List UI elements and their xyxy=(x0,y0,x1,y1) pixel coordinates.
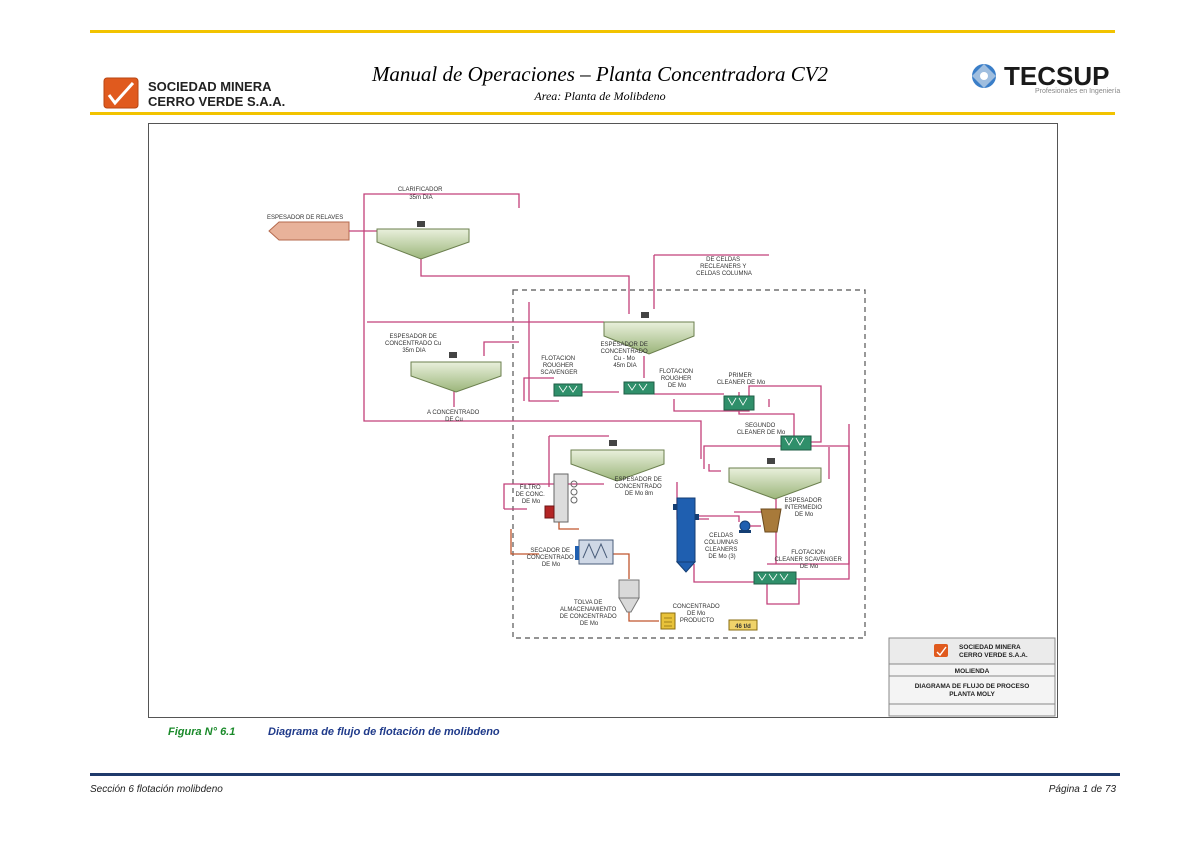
label-segundo-cleaner: SEGUNDO CLEANER DE Mo xyxy=(737,423,786,436)
espesador-intermedio-tank xyxy=(728,458,822,500)
tonnage-badge xyxy=(728,619,758,631)
label-flot-rougher-scav: FLOTACION ROUGHER SCAVENGER xyxy=(540,356,578,376)
tecsup-logo-icon: TECSUP xyxy=(972,61,1109,91)
label-espesador-relaves: ESPESADOR DE RELAVES xyxy=(267,215,343,221)
tolva-hopper xyxy=(618,579,640,613)
espesador-cu-tank xyxy=(410,352,502,393)
label-espesador-cu-mo: ESPESADOR DE CONCENTRADO Cu - Mo 45m DIA xyxy=(600,342,649,369)
espesador-intermedio-cone xyxy=(760,508,782,533)
label-secador: SECADOR DE CONCENTRADO DE Mo xyxy=(527,548,576,568)
label-espesador-cu: ESPESADOR DE CONCENTRADO Cu 35m DIA xyxy=(385,334,443,354)
flotacion-rougher-cell xyxy=(623,381,655,395)
label-de-celdas: DE CELDAS RECLEANERS Y CELDAS COLUMNA xyxy=(696,257,752,277)
tb-company-line-1: SOCIEDAD MINERA xyxy=(959,644,1021,651)
document-title: Manual de Operaciones – Planta Concentra… xyxy=(371,62,829,86)
figure-number: Figura N° 6.1 xyxy=(168,726,236,738)
label-filtro: FILTRO DE CONC. DE Mo xyxy=(515,485,546,505)
footer-page-number: Página 1 de 73 xyxy=(1048,784,1116,795)
figure-frame xyxy=(148,123,1058,718)
espesador-mo-tank xyxy=(570,440,665,482)
clarificador-tank xyxy=(376,221,470,260)
tb-title-line-1: DIAGRAMA DE FLUJO DE PROCESO xyxy=(915,683,1030,690)
label-tolva: TOLVA DE ALMACENAMIENTO DE CONCENTRADO D… xyxy=(560,600,619,627)
secador-equipment xyxy=(575,539,614,565)
footer-section: Sección 6 flotación molibdeno xyxy=(90,784,223,795)
tecsup-wordmark: TECSUP xyxy=(1004,61,1109,91)
moly-plant-boundary xyxy=(512,289,866,639)
header-bottom-rule xyxy=(90,112,1115,115)
label-celdas-columnas: CELDAS COLUMNAS CLEANERS DE Mo (3) xyxy=(704,533,740,560)
label-flot-rougher: FLOTACION ROUGHER DE Mo xyxy=(659,369,695,389)
flotacion-cleaner-scavenger-cell xyxy=(753,571,797,585)
document-area: Area: Planta de Molibdeno xyxy=(534,89,666,103)
tb-section: MOLIENDA xyxy=(955,668,990,675)
flotacion-rougher-scavenger-cell xyxy=(553,383,583,397)
label-espesador-mo: ESPESADOR DE CONCENTRADO DE Mo 8m xyxy=(614,477,663,497)
label-a-concentrado: A CONCENTRADO DE Cu xyxy=(427,410,481,423)
company-name: SOCIEDAD MINERA CERRO VERDE S.A.A. xyxy=(148,79,285,109)
header-top-rule xyxy=(90,30,1115,33)
espesador-cu-mo-tank xyxy=(603,312,695,355)
segundo-cleaner-cell xyxy=(780,435,812,451)
company-line-1: SOCIEDAD MINERA xyxy=(148,79,272,94)
tb-title-line-2: PLANTA MOLY xyxy=(949,691,995,698)
label-flot-cleaner-scav: FLOTACION CLEANER SCAVENGER DE Mo xyxy=(775,550,844,570)
tb-company-line-2: CERRO VERDE S.A.A. xyxy=(959,652,1028,659)
label-tonnage: 46 t/d xyxy=(735,624,751,630)
label-primer-cleaner: PRIMER CLEANER DE Mo xyxy=(717,373,766,386)
celdas-columnas xyxy=(673,497,699,573)
label-clarificador: CLARIFICADOR 35m DIA xyxy=(398,187,444,201)
company-line-2: CERRO VERDE S.A.A. xyxy=(148,94,286,109)
footer-rule xyxy=(90,773,1120,776)
label-espesador-intermedio: ESPESADOR INTERMEDIO DE Mo xyxy=(784,498,823,518)
flow-diagram: ESPESADOR DE RELAVES CLARIFICADOR 35m DI… xyxy=(267,187,1056,717)
cerro-verde-logo-icon xyxy=(103,77,139,109)
figure-caption: Diagrama de flujo de flotación de molibd… xyxy=(268,726,500,738)
concentrado-producto-icon xyxy=(660,612,676,630)
filtro-equipment xyxy=(544,473,578,523)
pump-icon xyxy=(739,520,751,533)
espesador-relaves-arrow xyxy=(268,221,350,241)
primer-cleaner-cell xyxy=(723,395,755,411)
tecsup-tagline: Profesionales en Ingeniería xyxy=(1035,88,1121,95)
drawing-title-block: SOCIEDAD MINERA CERRO VERDE S.A.A. MOLIE… xyxy=(888,637,1056,717)
label-concentrado-producto: CONCENTRADO DE Mo PRODUCTO xyxy=(673,604,722,624)
